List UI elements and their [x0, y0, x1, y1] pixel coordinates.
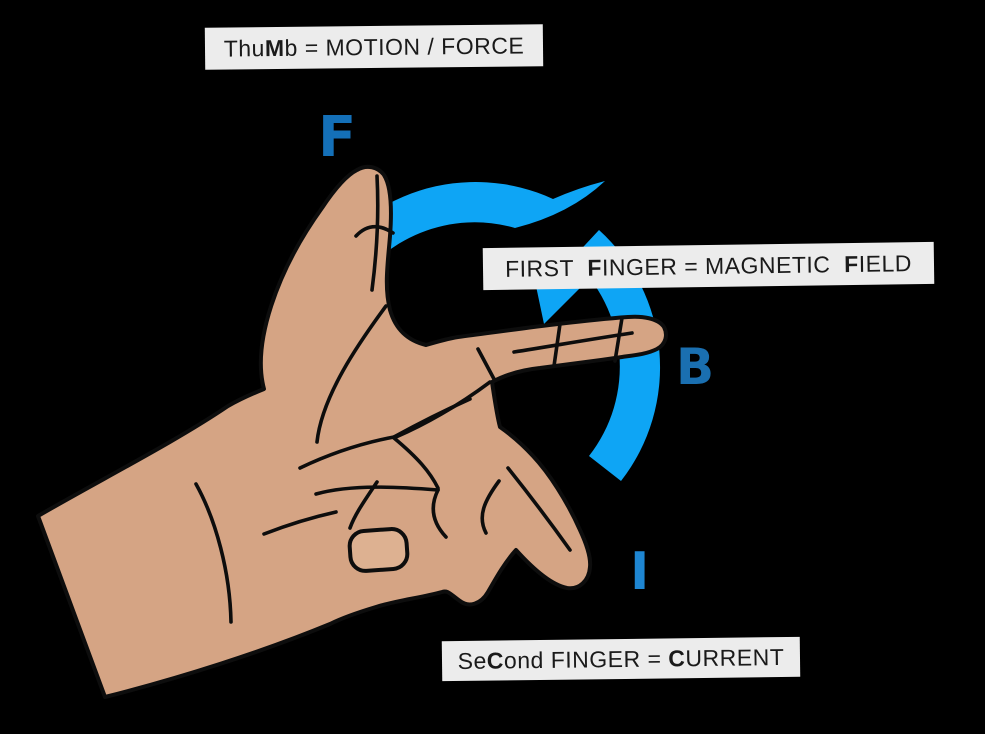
ring-finger-fold — [348, 480, 379, 530]
letter-f-force: F — [318, 105, 357, 170]
first-finger-label: FIRST FINGER = MAGNETIC FIELD — [482, 241, 935, 291]
hypothenar-crease — [262, 510, 338, 536]
index-underside-curve — [394, 380, 492, 439]
thumb-label-text: ThuMb = MOTION / FORCE — [223, 31, 525, 62]
index-knuckle-tick-1 — [552, 322, 562, 368]
rotation-arrow-right-arc — [572, 230, 661, 481]
folded-fingers-top-line — [314, 485, 440, 496]
letter-i-current: I — [630, 542, 650, 602]
thumb-center-line — [370, 174, 380, 292]
pinky-fold — [480, 479, 501, 535]
hand-silhouette — [36, 164, 668, 699]
wrist-crease — [194, 482, 233, 624]
first-finger-label-text: FIRST FINGER = MAGNETIC FIELD — [504, 249, 913, 282]
second-finger-center-line — [506, 466, 572, 552]
index-base-crease — [476, 347, 496, 381]
thenar-curve — [315, 304, 388, 444]
letter-b-magnetic-field: B — [676, 338, 715, 396]
palm-curve — [298, 435, 396, 470]
rotation-arrow-barb — [536, 284, 584, 324]
thumb-knuckle-crease — [354, 224, 395, 238]
second-finger-label: SeCond FINGER = CURRENT — [441, 636, 801, 682]
index-knuckle-tick-2 — [613, 316, 624, 363]
hand — [36, 164, 668, 699]
fingernail — [347, 527, 410, 573]
thumb-label: ThuMb = MOTION / FORCE — [204, 24, 544, 70]
between-fingers-fold — [431, 488, 448, 539]
palm-to-knuckle-line — [392, 436, 440, 490]
second-finger-label-text: SeCond FINGER = CURRENT — [457, 643, 785, 674]
